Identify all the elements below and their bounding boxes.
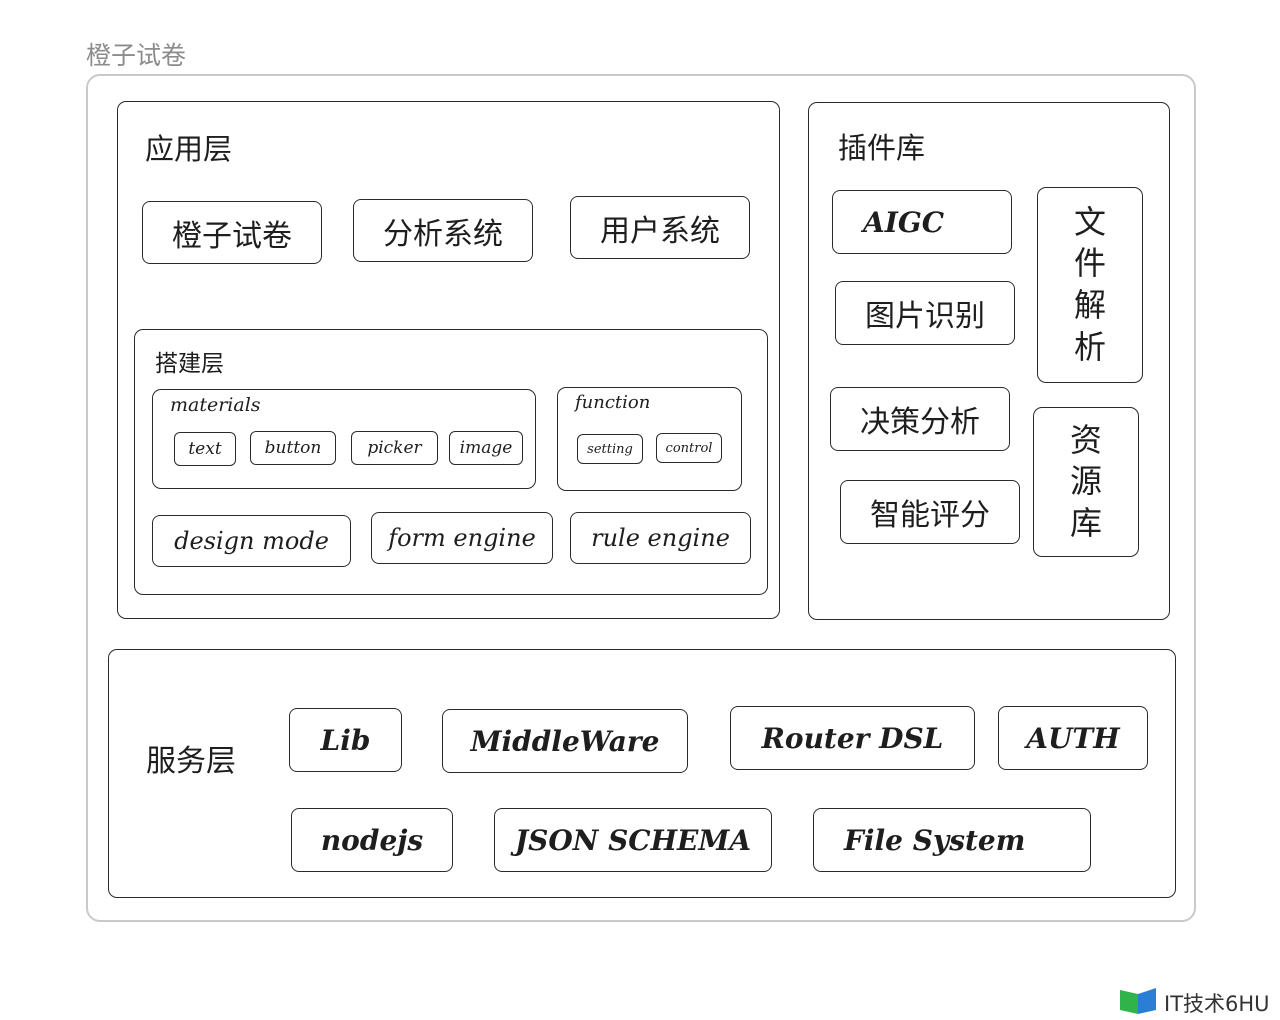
service-lib[interactable]: Lib [289,708,402,772]
material-text[interactable]: text [174,432,236,466]
function-title: function [575,392,651,413]
material-button[interactable]: button [250,431,336,465]
page-title: 橙子试卷 [86,41,187,70]
service-middleware[interactable]: MiddleWare [442,709,688,773]
material-image[interactable]: image [449,431,523,465]
file-parse-char: 解 [1073,286,1106,324]
watermark-text: IT技术6HU [1164,992,1270,1016]
app-layer-title: 应用层 [145,132,233,166]
plugin-aigc[interactable]: AIGC [832,190,1012,254]
engine-form-engine[interactable]: form engine [371,512,553,564]
app-item-user[interactable]: 用户系统 [570,196,750,259]
plugin-resource-lib[interactable]: 资 源 库 [1033,407,1139,557]
watermark-logo-icon [1118,986,1158,1016]
resource-lib-char: 库 [1069,503,1102,542]
plugin-decision-analysis[interactable]: 决策分析 [830,387,1010,451]
app-item-analysis[interactable]: 分析系统 [353,199,533,262]
build-layer-title: 搭建层 [155,351,224,377]
plugin-smart-scoring[interactable]: 智能评分 [840,480,1020,544]
file-parse-char: 析 [1073,327,1106,366]
app-item-chengzi[interactable]: 橙子试卷 [142,201,322,264]
material-picker[interactable]: picker [351,431,438,465]
service-nodejs[interactable]: nodejs [291,808,453,872]
file-parse-char: 文 [1073,202,1106,241]
service-json-schema[interactable]: JSON SCHEMA [494,808,772,872]
resource-lib-char: 源 [1069,462,1102,501]
plugin-file-parse[interactable]: 文 件 解 析 [1037,187,1143,383]
resource-lib-char: 资 [1069,420,1102,459]
service-layer-title: 服务层 [146,744,236,779]
function-setting[interactable]: setting [577,434,643,464]
plugin-lib-title: 插件库 [838,131,926,165]
materials-title: materials [170,394,261,416]
plugin-image-recognition[interactable]: 图片识别 [835,281,1015,345]
engine-design-mode[interactable]: design mode [152,515,351,567]
outer-frame [86,74,1196,922]
service-router-dsl[interactable]: Router DSL [730,706,975,770]
service-auth[interactable]: AUTH [998,706,1148,770]
engine-rule-engine[interactable]: rule engine [570,512,751,564]
file-parse-char: 件 [1073,244,1106,283]
function-control[interactable]: control [656,433,722,463]
service-file-system[interactable]: File System [813,808,1091,872]
